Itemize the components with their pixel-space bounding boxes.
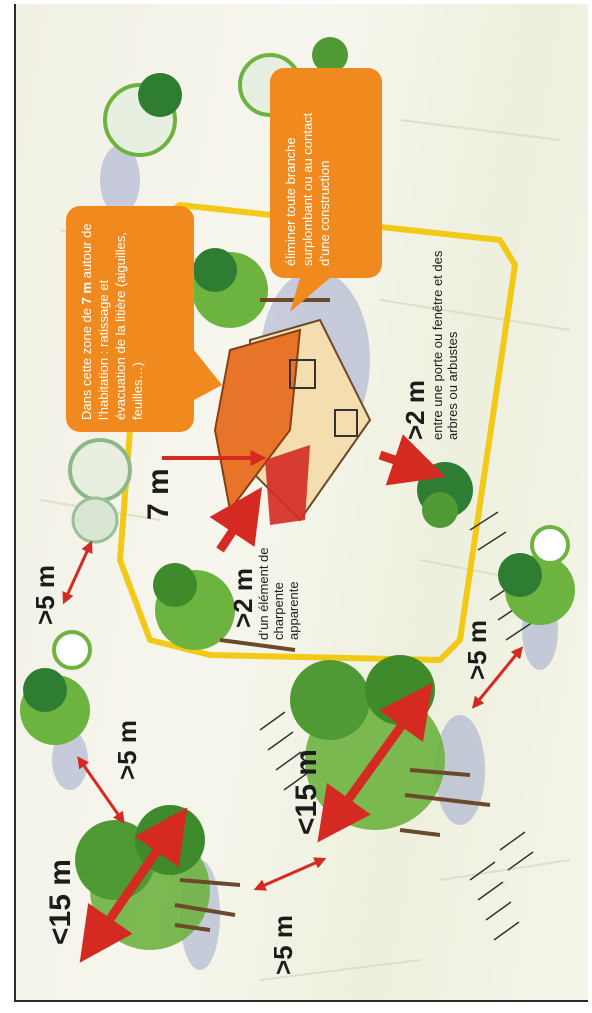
left-cluster-label: <15 m bbox=[44, 859, 78, 945]
tree-icon bbox=[105, 73, 182, 155]
door-note: entre une porte ou fenêtre et des arbres… bbox=[430, 230, 460, 440]
beam-distance-label: >2 m bbox=[228, 568, 259, 628]
branch-callout: éliminer toute branche surplombant ou au… bbox=[276, 70, 380, 276]
callout-text-prefix: Dans cette zone de bbox=[79, 304, 94, 420]
left-spacing-label: >5 m bbox=[112, 720, 143, 780]
beam-note: d’un élément de charpente apparente bbox=[256, 530, 301, 640]
callout-branch-text: éliminer toute branche surplombant ou au… bbox=[283, 113, 332, 266]
door-distance-label: >2 m bbox=[400, 380, 431, 440]
house-distance-label: 7 m bbox=[142, 468, 176, 520]
tree-icon bbox=[417, 462, 473, 528]
tree-icon bbox=[498, 527, 575, 625]
right-spacing-label: >5 m bbox=[462, 620, 493, 680]
callout-text-bold: 7 m bbox=[79, 282, 94, 304]
bottom-spacing-label: >5 m bbox=[268, 915, 299, 975]
zone-7m-callout: Dans cette zone de 7 m autour de l’habit… bbox=[72, 208, 192, 430]
tree-icon bbox=[20, 632, 90, 745]
top-spacing-label: >5 m bbox=[30, 565, 61, 625]
center-cluster-label: <15 m bbox=[290, 749, 324, 835]
